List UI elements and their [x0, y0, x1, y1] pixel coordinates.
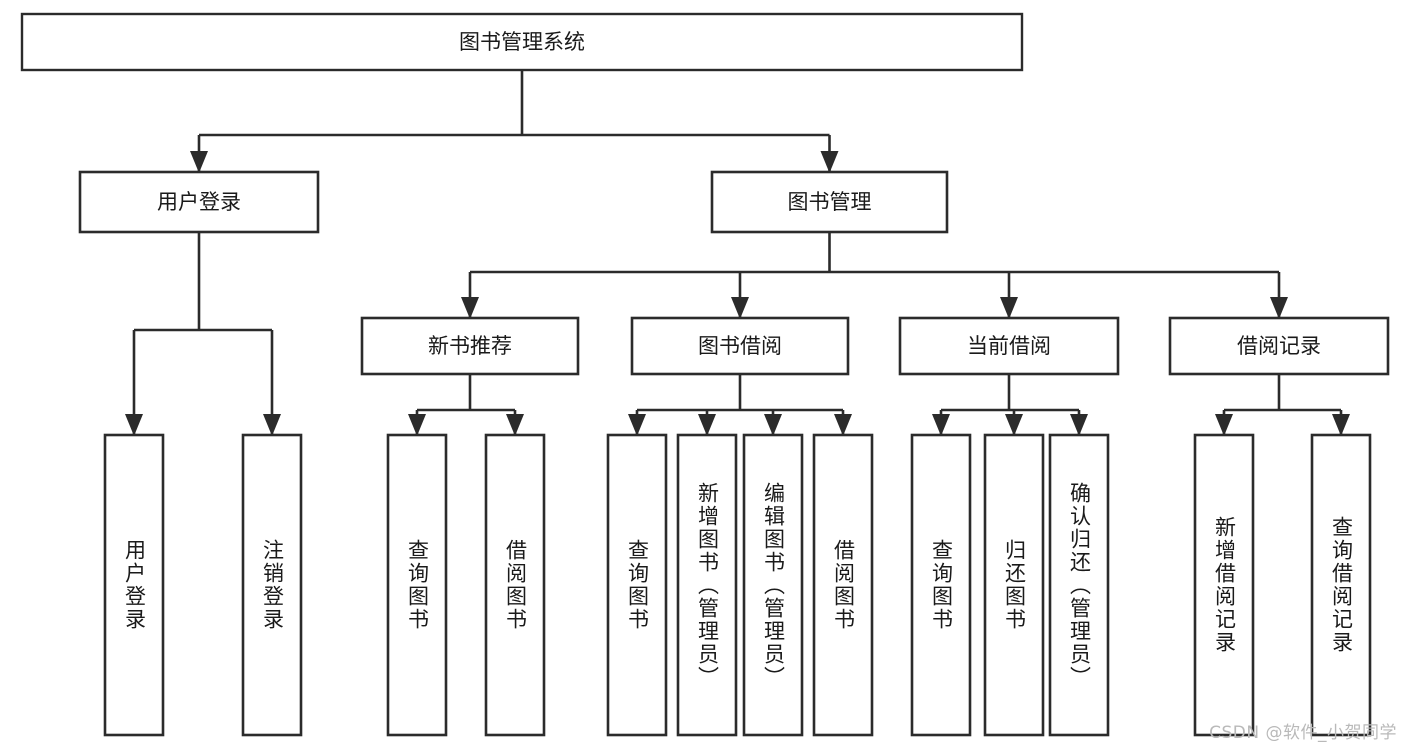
- node-leaf-confirm-return-box[interactable]: [1048, 433, 1110, 737]
- boxes-layer: [20, 12, 1390, 737]
- node-book-borrow-label: 图书借阅: [698, 334, 782, 358]
- node-leaf-edit-book-box[interactable]: [742, 433, 804, 737]
- node-root-box[interactable]: [20, 12, 1024, 72]
- arrow-head-icon-user-login: [190, 151, 208, 173]
- arrow-head-icon-borrow-record: [1270, 297, 1288, 319]
- arrow-head-icon-leaf-query-record: [1332, 414, 1350, 436]
- node-current-borrow-label: 当前借阅: [967, 334, 1051, 358]
- node-book-manage-box[interactable]: [710, 170, 949, 234]
- node-current-borrow-box[interactable]: [898, 316, 1120, 376]
- node-borrow-record-label: 借阅记录: [1237, 334, 1321, 358]
- arrow-head-icon-leaf-borrow-book-2: [834, 414, 852, 436]
- arrow-head-icon-current-borrow: [1000, 297, 1018, 319]
- connectors-layer: [125, 70, 1350, 436]
- arrow-head-icon-leaf-confirm-return: [1070, 414, 1088, 436]
- node-leaf-return-book-box[interactable]: [983, 433, 1045, 737]
- node-new-book-recommend-label: 新书推荐: [428, 334, 512, 358]
- node-new-book-recommend-box[interactable]: [360, 316, 580, 376]
- node-leaf-user-login-box[interactable]: [103, 433, 165, 737]
- arrow-head-icon-leaf-return-book: [1005, 414, 1023, 436]
- arrow-head-icon-leaf-query-book-1: [408, 414, 426, 436]
- node-book-borrow-box[interactable]: [630, 316, 850, 376]
- arrow-head-icon-leaf-add-book: [698, 414, 716, 436]
- arrow-head-icon-new-book-recommend: [461, 297, 479, 319]
- node-leaf-borrow-book-2-box[interactable]: [812, 433, 874, 737]
- node-leaf-user-logout-box[interactable]: [241, 433, 303, 737]
- node-leaf-add-record-box[interactable]: [1193, 433, 1255, 737]
- arrow-head-icon-leaf-user-logout: [263, 414, 281, 436]
- arrow-head-icon-leaf-query-book-2: [628, 414, 646, 436]
- node-leaf-query-book-1-box[interactable]: [386, 433, 448, 737]
- node-leaf-query-book-2-box[interactable]: [606, 433, 668, 737]
- node-user-login-box[interactable]: [78, 170, 320, 234]
- arrow-head-icon-leaf-user-login: [125, 414, 143, 436]
- arrow-head-icon-book-manage: [820, 151, 839, 173]
- node-borrow-record-box[interactable]: [1168, 316, 1390, 376]
- node-leaf-add-book-box[interactable]: [676, 433, 738, 737]
- node-leaf-borrow-book-1-box[interactable]: [484, 433, 546, 737]
- arrow-head-icon-book-borrow: [731, 297, 749, 319]
- node-leaf-query-record-box[interactable]: [1310, 433, 1372, 737]
- node-user-login-label: 用户登录: [157, 190, 241, 214]
- arrow-head-icon-leaf-query-book-3: [932, 414, 950, 436]
- arrow-head-icon-leaf-edit-book: [764, 414, 782, 436]
- arrow-head-icon-leaf-add-record: [1215, 414, 1233, 436]
- csdn-watermark: CSDN @软件_小贺同学: [1209, 723, 1397, 743]
- node-leaf-query-book-3-box[interactable]: [910, 433, 972, 737]
- arrow-head-icon-leaf-borrow-book-1: [506, 414, 524, 436]
- node-root-label: 图书管理系统: [459, 30, 585, 54]
- node-book-manage-label: 图书管理: [788, 190, 872, 214]
